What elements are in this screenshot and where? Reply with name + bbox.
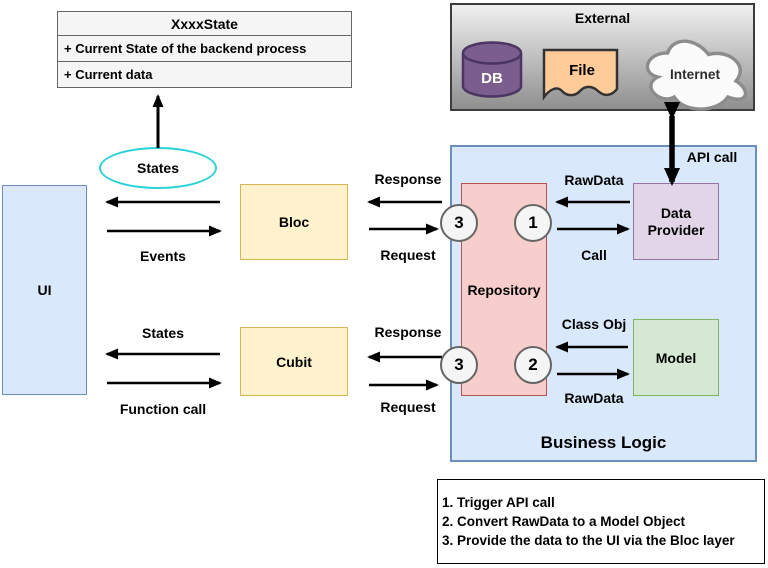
- cubit-box: Cubit: [240, 327, 348, 396]
- badge-3-bottom-label: 3: [454, 355, 464, 374]
- badge-1-label: 1: [528, 213, 538, 232]
- xxxxstate-title: XxxxState: [58, 12, 351, 36]
- label-response-top: Response: [374, 171, 442, 187]
- xxxxstate-class-box: XxxxState + Current State of the backend…: [57, 11, 352, 88]
- badge-2-label: 2: [528, 355, 538, 374]
- label-call: Call: [581, 247, 607, 263]
- xxxxstate-field-2: + Current data: [64, 67, 153, 82]
- label-states-cubit: States: [141, 325, 185, 341]
- states-ellipse: States: [99, 147, 217, 189]
- badge-3-top: 3: [440, 204, 478, 242]
- internet-cloud-icon: Internet: [645, 39, 747, 111]
- data-provider-box: Data Provider: [633, 183, 719, 260]
- xxxxstate-field-1: + Current State of the backend process: [58, 36, 351, 62]
- label-api-call: API call: [686, 149, 738, 165]
- legend-item-3: 3. Provide the data to the UI via the Bl…: [442, 533, 735, 548]
- label-response-bottom: Response: [374, 324, 442, 340]
- ui-box: UI: [2, 185, 87, 395]
- bloc-label: Bloc: [278, 214, 310, 230]
- cubit-label: Cubit: [276, 353, 312, 370]
- data-provider-label: Data Provider: [647, 204, 705, 238]
- label-function-call: Function call: [119, 401, 207, 417]
- label-class-obj: Class Obj: [561, 316, 627, 332]
- label-rawdata-bottom: RawData: [564, 390, 624, 406]
- label-request-bottom: Request: [380, 399, 436, 415]
- ui-label: UI: [37, 282, 52, 298]
- bloc-box: Bloc: [240, 184, 348, 260]
- external-title: External: [574, 10, 631, 26]
- external-container: External DB File Internet: [450, 3, 755, 111]
- model-box: Model: [633, 319, 719, 396]
- model-label: Model: [655, 349, 697, 366]
- file-icon: File: [542, 48, 619, 101]
- legend-item-1: 1. Trigger API call: [442, 495, 555, 510]
- internet-label: Internet: [670, 67, 721, 82]
- business-logic-title: Business Logic: [540, 433, 667, 452]
- badge-2: 2: [514, 346, 552, 384]
- label-request-top: Request: [380, 247, 436, 263]
- label-events: Events: [140, 248, 186, 264]
- badge-3-bottom: 3: [440, 346, 478, 384]
- badge-1: 1: [514, 204, 552, 242]
- repository-label: Repository: [467, 281, 541, 298]
- legend-item-2: 2. Convert RawData to a Model Object: [442, 514, 686, 529]
- badge-3-top-label: 3: [454, 213, 464, 232]
- label-rawdata-top: RawData: [564, 172, 624, 188]
- legend-box: 1. Trigger API call 2. Convert RawData t…: [437, 479, 765, 564]
- db-label: DB: [481, 70, 503, 87]
- states-ellipse-label: States: [136, 160, 180, 176]
- database-icon: DB: [461, 41, 523, 98]
- file-label: File: [569, 62, 595, 79]
